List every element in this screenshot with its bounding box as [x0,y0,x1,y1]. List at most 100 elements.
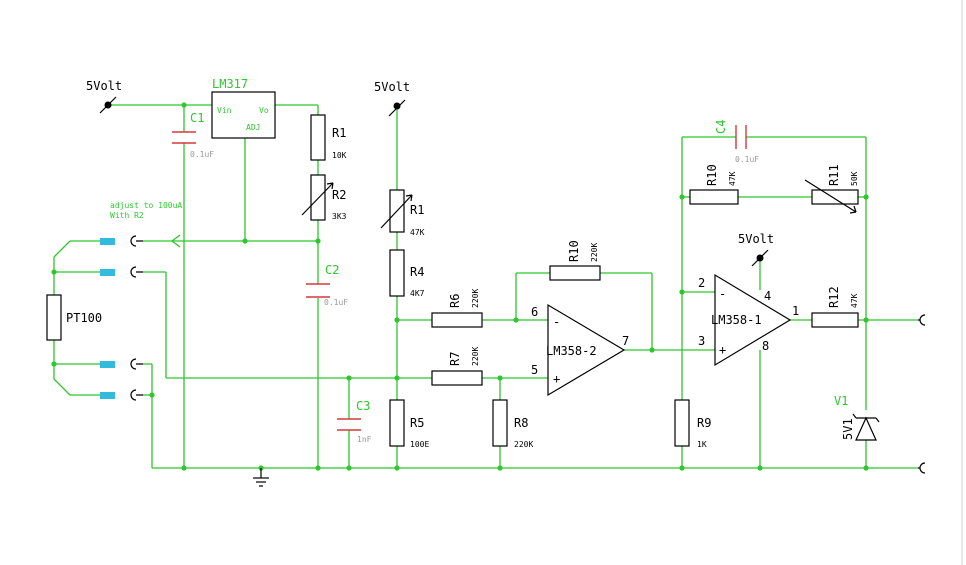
connector-socket-2 [130,266,143,278]
r8-ref: R8 [514,416,528,430]
r1a-ref: R1 [332,126,346,140]
resistor-r6: R6 220K [431,289,483,328]
resistor-r1b: R1 47K [380,189,425,237]
connector-plug-4 [100,392,115,399]
c4-ref: C4 [714,120,728,134]
supply-left: 5Volt [86,79,122,114]
connector-socket-3 [130,358,143,370]
note-line2: With R2 [110,211,144,220]
junction-dots [51,102,869,471]
supply-mid: 5Volt [374,80,410,117]
output-terminals [918,314,926,474]
capacitor-c1: C1 0.1uF [172,111,214,159]
connector-socket-4 [130,389,143,401]
r12-ref: R12 [827,286,841,308]
supply-mid-label: 5Volt [374,80,410,94]
c2-ref: C2 [325,263,339,277]
opamp2-minus-sign: - [553,315,560,329]
lm317-regulator: LM317 Vin Vo ADJ [211,77,276,139]
r6-value: 220K [471,289,480,308]
c4-value: 0.1uF [735,155,759,164]
supply-right-label: 5Volt [738,232,774,246]
r7-ref: R7 [448,352,462,366]
opamp1-pin-minus: 2 [698,276,705,290]
r5-value: 100E [410,440,429,449]
pt100-sensor: PT100 [46,294,102,341]
capacitor-c3: C3 1nF [337,399,372,444]
v1-ref: V1 [834,394,848,408]
supply-right: 5Volt [738,232,774,267]
capacitor-c4: C4 0.1uF [714,120,759,164]
lm317-adj: ADJ [246,123,260,132]
c1-ref: C1 [190,111,204,125]
pt100-label: PT100 [66,311,102,325]
v1-value: 5V1 [841,418,855,440]
c2-value: 0.1uF [324,298,348,307]
opamp1-pin-gnd: 8 [762,339,769,353]
opamp2-pin-minus: 6 [531,305,538,319]
resistor-r7: R7 220K [431,347,483,386]
connector-socket-1 [130,235,143,247]
r10a-value: 220K [590,243,599,262]
r8-value: 220K [514,440,533,449]
resistor-r10a: R10 220K [549,240,601,281]
resistor-r1a: R1 10K [310,114,347,161]
ground-icon [253,468,269,487]
r12-value: 47K [850,293,859,308]
r11-value: 50K [850,171,859,186]
opamp1-pin-out: 1 [792,304,799,318]
resistor-r12: R12 47K [811,286,859,328]
r6-ref: R6 [448,294,462,308]
c1-value: 0.1uF [190,150,214,159]
r1b-value: 47K [410,228,425,237]
output-terminal-ground [918,462,926,474]
resistor-r5: R5 100E [389,399,429,449]
note-arrow-icon [170,234,181,248]
r4-value: 4K7 [410,289,425,298]
resistor-r9: R9 1K [674,399,711,449]
r5-ref: R5 [410,416,424,430]
r4-ref: R4 [410,265,424,279]
capacitor-c2: C2 0.1uF [306,263,348,307]
r2-value: 3K3 [332,212,347,221]
opamp-lm358-1: - + 2 3 1 4 8 LM358-1 [698,273,799,367]
opamp2-label: LM358-2 [546,344,597,358]
opamp1-minus-sign: - [719,287,726,301]
pt100-connectors [100,235,143,401]
r2-ref: R2 [332,188,346,202]
resistor-r2: R2 3K3 [301,174,347,221]
note-line1: adjust to 100uA [110,201,182,210]
supply-left-label: 5Volt [86,79,122,93]
c3-ref: C3 [356,399,370,413]
r7-value: 220K [471,347,480,366]
zener-v1: V1 5V1 [834,394,880,441]
opamp1-label: LM358-1 [711,313,762,327]
connector-plug-1 [100,238,115,245]
opamp2-pin-out: 7 [622,334,629,348]
c3-value: 1nF [357,435,372,444]
resistor-r4: R4 4K7 [389,249,425,298]
lm317-vo: Vo [259,106,269,115]
r11-ref: R11 [827,164,841,186]
resistor-r8: R8 220K [492,399,533,449]
resistor-r11: R11 50K [804,164,859,214]
r1a-value: 10K [332,151,347,160]
connector-plug-2 [100,269,115,276]
adjust-note: adjust to 100uA With R2 [110,201,182,248]
opamp2-pin-plus: 5 [531,363,538,377]
output-terminal-signal [918,314,926,326]
r10a-ref: R10 [567,240,581,262]
lm317-vin: Vin [217,106,232,115]
opamp1-pin-vcc: 4 [764,289,771,303]
opamp2-plus-sign: + [553,372,560,386]
r10b-ref: R10 [705,164,719,186]
lm317-label: LM317 [212,77,248,91]
resistor-r10b: R10 47K [689,164,739,205]
opamp-lm358-2: - + 6 5 7 LM358-2 [531,303,629,397]
opamp1-plus-sign: + [719,343,726,357]
r1b-ref: R1 [410,203,424,217]
r10b-value: 47K [728,171,737,186]
r9-ref: R9 [697,416,711,430]
